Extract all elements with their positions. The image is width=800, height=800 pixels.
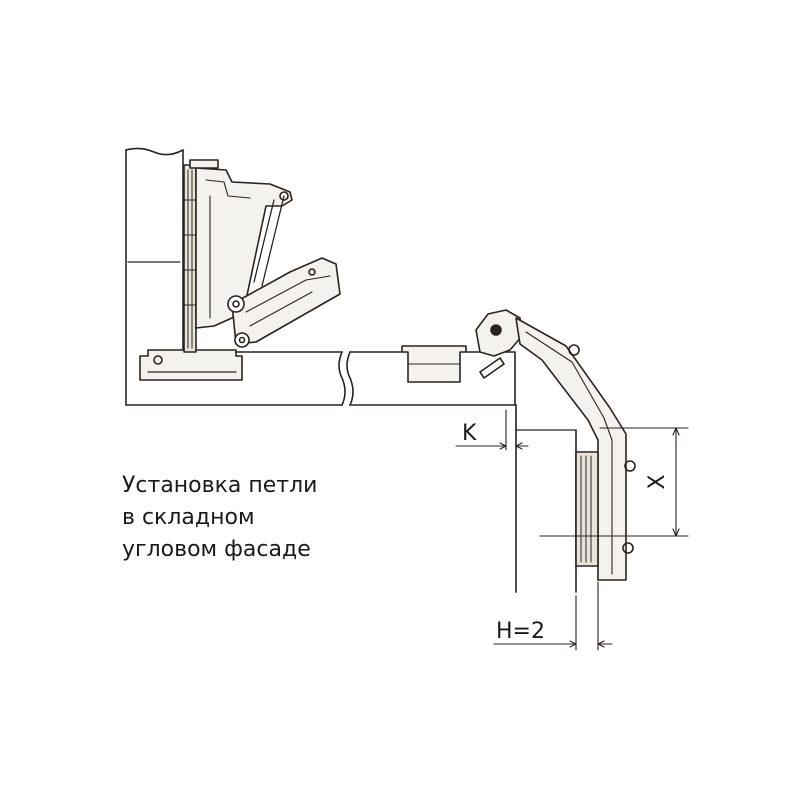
caption: Установка петли в складном угловом фасад… <box>122 470 382 566</box>
dimension-h-label: H=2 <box>496 619 545 644</box>
left-hinge <box>139 159 341 381</box>
dimension-x-label: X <box>645 474 670 489</box>
caption-line-2: в складном <box>122 505 255 530</box>
corner-hinge <box>475 309 636 581</box>
caption-line-3: угловом фасаде <box>122 537 311 562</box>
dimension-lines <box>455 409 689 651</box>
right-panel <box>515 404 599 593</box>
caption-line-1: Установка петли <box>122 473 318 498</box>
panel-bracket <box>401 345 467 383</box>
side-panel <box>125 147 184 406</box>
dimension-k-label: K <box>462 421 477 446</box>
